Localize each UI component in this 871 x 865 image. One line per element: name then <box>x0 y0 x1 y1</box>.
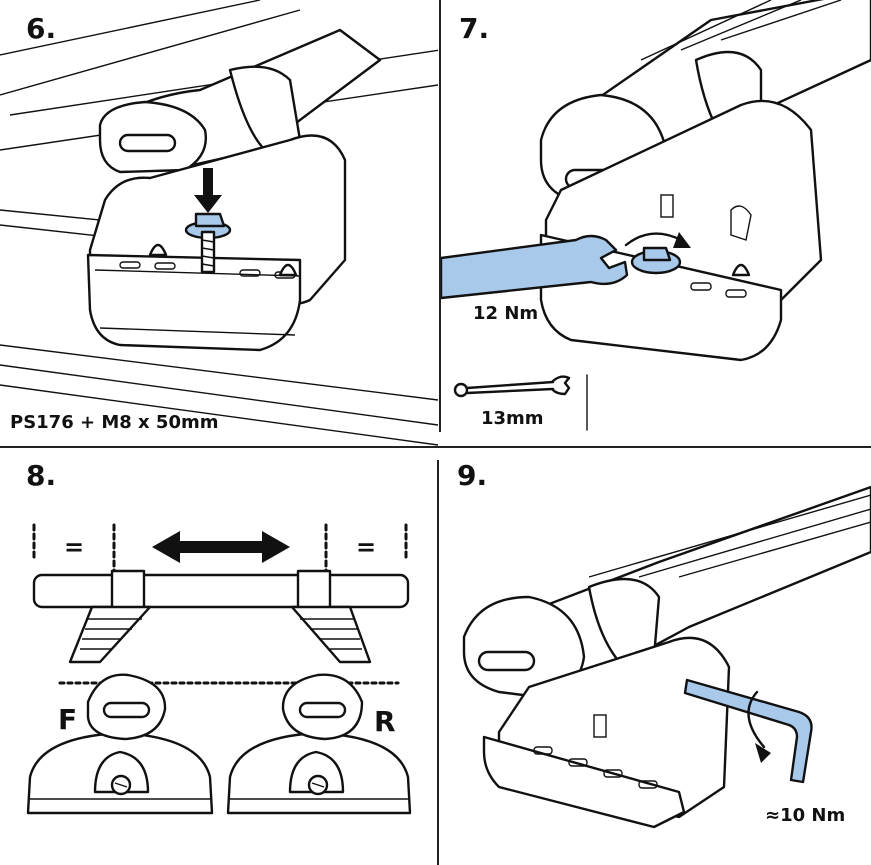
step-number: 6. <box>26 12 57 45</box>
front-foot-end-view <box>26 673 214 815</box>
rotate-arrow-icon <box>624 232 683 247</box>
step-7-illustration <box>441 0 871 431</box>
step-6-panel: 6. PS176 + M8 x 50mm <box>0 0 438 446</box>
vertical-divider-bottom <box>437 460 439 865</box>
step-8-illustration <box>26 523 412 815</box>
front-foot-side <box>68 605 152 664</box>
roof-bar <box>32 573 410 609</box>
hex-key <box>683 678 813 784</box>
step-number: 7. <box>459 12 490 45</box>
foot-base <box>482 735 686 829</box>
step-6-illustration <box>0 0 438 446</box>
vertical-divider-top <box>439 0 441 432</box>
step-9-illustration <box>462 485 871 829</box>
rotate-arrow-icon <box>747 690 766 749</box>
rear-strap <box>296 569 332 613</box>
bar-end-cap <box>477 650 536 672</box>
torque-value: ≈10 Nm <box>765 805 846 826</box>
front-strap <box>110 569 146 613</box>
rear-label: R <box>374 705 396 738</box>
step-9-panel: 9. ≈10 Nm <box>439 447 871 865</box>
wrench-size: 13mm <box>481 408 544 429</box>
horizontal-divider <box>0 446 871 448</box>
hardware-caption: PS176 + M8 x 50mm <box>10 412 219 433</box>
front-label: F <box>58 703 78 736</box>
double-arrow-icon <box>152 531 290 563</box>
foot-base <box>86 253 302 352</box>
rear-foot-side <box>290 605 372 664</box>
torque-value: 12 Nm <box>473 303 539 324</box>
step-7-panel: 7. 12 Nm 13mm <box>441 0 871 446</box>
equal-distance-right: = <box>356 533 377 561</box>
down-arrow-icon <box>194 168 222 213</box>
open-end-wrench <box>441 234 629 300</box>
step-number: 8. <box>26 459 57 492</box>
rear-foot-end-view <box>226 673 412 815</box>
combination-wrench-icon <box>453 375 571 398</box>
step-8-panel: 8. = = F R <box>0 447 437 865</box>
step-number: 9. <box>457 459 488 492</box>
equal-distance-left: = <box>64 533 85 561</box>
bar-end-cap <box>118 133 177 153</box>
